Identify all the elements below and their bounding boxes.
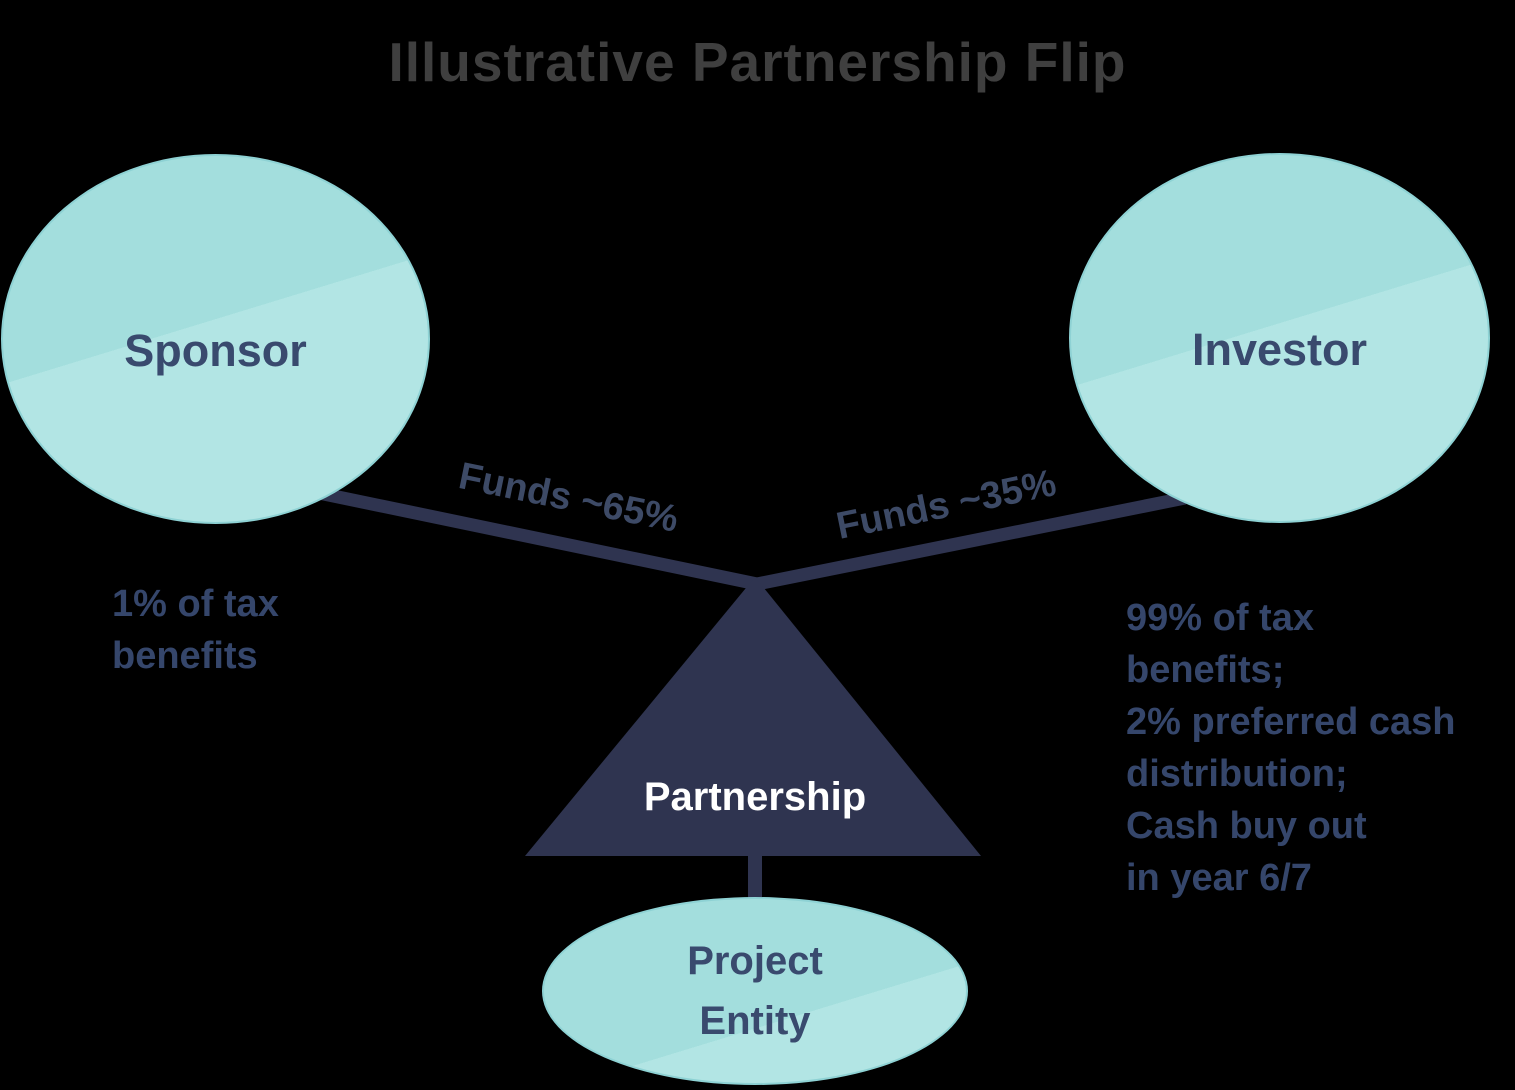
sponsor-partnership-line	[288, 480, 759, 591]
partnership-triangle	[525, 577, 981, 856]
investor-label: Investor	[1191, 324, 1368, 375]
partnership-label: Partnership	[643, 775, 867, 819]
investor-partnership-line	[755, 491, 1187, 591]
partnership-project-connector	[748, 840, 762, 910]
investor-node: Investor	[1069, 153, 1490, 523]
sponsor-benefits-note: 1% of tax benefits	[112, 583, 279, 677]
project-entity-label: Project Entity	[687, 939, 823, 1043]
investor-benefits-note: 99% of tax benefits; 2% preferred cash d…	[1126, 597, 1456, 899]
sponsor-node: Sponsor	[1, 154, 430, 524]
sponsor-label: Sponsor	[124, 325, 307, 376]
diagram-title: Illustrative Partnership Flip	[388, 31, 1127, 93]
project-entity-node: Project Entity	[542, 897, 968, 1085]
